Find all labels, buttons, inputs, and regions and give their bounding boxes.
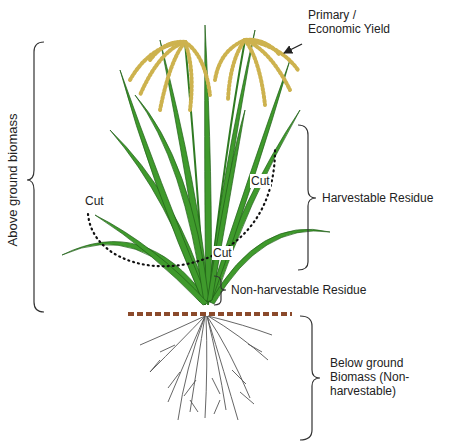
roots-part (214, 400, 220, 414)
leaves-part (95, 215, 208, 305)
roots-part (232, 370, 246, 384)
roots-part (207, 316, 250, 398)
brackets-part (214, 276, 226, 305)
panicles-part (185, 42, 210, 95)
roots-part (208, 316, 268, 360)
brackets-part (298, 125, 316, 270)
roots-part (205, 316, 207, 418)
roots-part (150, 360, 160, 372)
cut-line (88, 150, 275, 266)
panicles (130, 40, 298, 110)
roots-part (212, 378, 220, 394)
yield-label: Primary / Economic Yield (308, 8, 404, 36)
region-label: Above ground biomass (6, 114, 20, 247)
roots-part (160, 345, 175, 352)
roots-part (178, 316, 205, 420)
roots (140, 316, 272, 420)
ground-line (128, 312, 292, 316)
roots-part (190, 400, 198, 412)
region-label: Non-harvestable Residue (231, 283, 366, 297)
leader-arrow (284, 44, 302, 53)
leaves-part (205, 25, 212, 302)
panicles-part (160, 42, 185, 110)
panicles-part (245, 40, 265, 105)
roots-part (190, 316, 205, 412)
leaves (62, 25, 330, 305)
roots-part (248, 344, 262, 352)
panicles-part (150, 42, 185, 60)
panicles-part (215, 40, 245, 80)
panicles-part (245, 40, 298, 70)
region-label: Below ground Biomass (Non-harvestable) (330, 356, 442, 398)
roots-part (207, 316, 238, 420)
cut-label: Cut (212, 246, 233, 260)
brackets (27, 42, 320, 440)
roots-part (168, 316, 205, 402)
roots-part (168, 372, 180, 388)
brackets-part (27, 42, 44, 312)
roots-part (208, 316, 272, 335)
cut-label: Cut (84, 194, 105, 208)
roots-part (140, 316, 205, 345)
panicles-part (185, 42, 192, 110)
region-label: Harvestable Residue (322, 191, 433, 205)
roots-part (150, 316, 205, 372)
roots-part (184, 380, 196, 396)
leaves-part (208, 30, 255, 302)
cut-label: Cut (250, 174, 271, 188)
panicles-part (130, 42, 185, 80)
leaves-part (208, 60, 290, 302)
leaves-part (207, 110, 245, 302)
roots-part (240, 392, 254, 404)
panicles-part (245, 40, 280, 55)
leaves-part (209, 110, 300, 302)
brackets-part (300, 316, 320, 440)
